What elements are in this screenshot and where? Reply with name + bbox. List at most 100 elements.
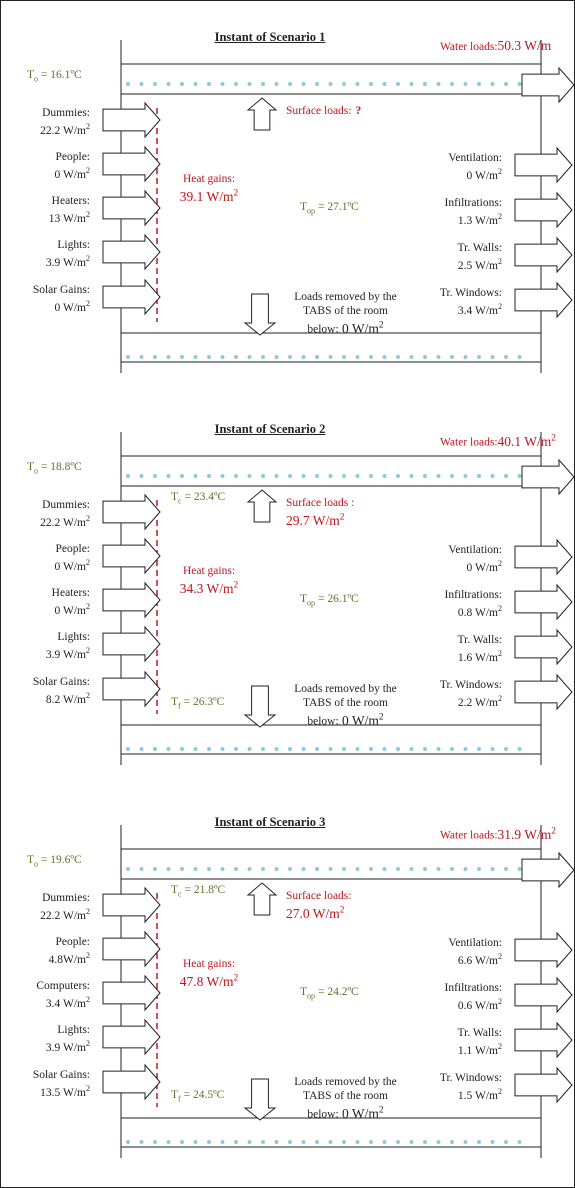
output-value: 1.3 W/m2: [457, 212, 502, 227]
surface-loads: Surface loads :29.7 W/m2: [286, 496, 426, 529]
heat-gains: Heat gains:47.8 W/m2: [164, 957, 254, 990]
input-unit-sup: 2: [85, 122, 90, 131]
water-loads-name: Water loads:: [440, 436, 498, 449]
floor-temp-value: = 24.5ºC: [180, 1089, 225, 1101]
tabs-removed-below: below:: [307, 1108, 339, 1121]
pipe-dot: [315, 867, 319, 871]
pipe-dot: [193, 867, 198, 871]
pipe-dot: [355, 355, 360, 359]
water-loads-label: Water loads:50.3 W/m: [440, 38, 575, 54]
pipe-dot: [436, 474, 441, 478]
input-label: People:0 W/m2: [5, 150, 90, 182]
heat-gains: Heat gains:34.3 W/m2: [164, 564, 254, 597]
pipe-dot: [409, 747, 414, 751]
pipe-dot: [423, 82, 427, 86]
input-value: 3.9 W/m2: [45, 254, 90, 269]
input-value: 3.9 W/m2: [45, 646, 90, 661]
pipe-dot: [490, 82, 495, 86]
input-value: 0 W/m2: [54, 299, 90, 314]
pipe-dot: [207, 355, 211, 359]
tabs-removed-last-line: below: 0 W/m2: [283, 1103, 408, 1122]
pipe-dot: [355, 1140, 360, 1144]
pipe-dot: [153, 474, 157, 478]
pipe-dot: [315, 747, 319, 751]
scenario-title-text: Instant of Scenario 2: [214, 422, 326, 436]
output-name: Infiltrations:: [444, 197, 503, 209]
input-label: Lights:3.9 W/m2: [5, 630, 90, 662]
pipe-dot: [409, 1140, 414, 1144]
input-label: Lights:3.9 W/m2: [5, 1023, 90, 1055]
pipe-dot: [504, 355, 508, 359]
output-value: 1.1 W/m2: [457, 1042, 502, 1057]
pipe-dot: [517, 747, 522, 751]
input-label: Dummies:22.2 W/m2: [5, 498, 90, 530]
input-arrow: [102, 670, 161, 708]
output-value: 2.2 W/m2: [457, 694, 502, 709]
pipe-dot: [301, 1140, 306, 1144]
tabs-removed-below: below:: [307, 715, 339, 728]
pipe-dot: [463, 355, 468, 359]
pipe-dot: [463, 867, 468, 871]
pipe-dot: [463, 82, 468, 86]
input-label: Solar Gains:8.2 W/m2: [5, 675, 90, 707]
pipe-dot: [382, 1140, 387, 1144]
floor-temp-sub: f: [178, 1094, 181, 1104]
output-unit-sup: 2: [497, 952, 502, 961]
floor-temp-value: = 26.3ºC: [180, 696, 225, 708]
pipe-dot: [490, 1140, 495, 1144]
input-name: Solar Gains:: [32, 284, 90, 296]
heat-gains-unit-sup: 2: [233, 580, 239, 590]
pipe-dot: [355, 867, 360, 871]
input-label: Heaters:13 W/m2: [5, 194, 90, 226]
output-label: Tr. Windows:3.4 W/m2: [400, 286, 502, 318]
pipe-dot: [409, 355, 414, 359]
tabs-removed-value: 0 W/m2: [338, 712, 384, 728]
output-name: Tr. Walls:: [457, 242, 502, 254]
input-unit-sup: 2: [85, 514, 90, 523]
surface-loads-arrow: [246, 97, 278, 131]
ceiling-temp: Tc = 21.8ºC: [171, 883, 251, 901]
pipe-dot: [207, 82, 211, 86]
tabs-removed-line: Loads removed by the: [294, 291, 397, 303]
pipe-dot: [342, 474, 346, 478]
output-arrow: [514, 628, 573, 666]
pipe-dot: [126, 867, 130, 871]
pipe-dot: [477, 1140, 481, 1144]
pipe-dot: [220, 867, 225, 871]
pipe-dot: [247, 355, 252, 359]
tabs-removed-line: TABS of the room: [302, 1090, 388, 1102]
pipe-dot: [234, 355, 238, 359]
pipe-dot: [450, 82, 454, 86]
pipe-dot: [153, 355, 157, 359]
pipe-dot: [342, 82, 346, 86]
pipe-dot: [369, 747, 373, 751]
pipe-dot: [409, 82, 414, 86]
pipe-dot: [396, 867, 400, 871]
pipe-dot: [261, 474, 265, 478]
pipe-dot: [423, 355, 427, 359]
operative-temp: Top = 24.2ºC: [300, 985, 400, 1003]
pipe-dot: [180, 747, 184, 751]
pipe-dot: [436, 867, 441, 871]
output-label: Ventilation:6.6 W/m2: [400, 936, 502, 968]
input-unit-sup: 2: [85, 1039, 90, 1048]
output-arrow: [514, 673, 573, 711]
scenario-drawing: [102, 40, 575, 373]
pipe-dot: [166, 82, 171, 86]
output-label: Tr. Windows:2.2 W/m2: [400, 678, 502, 710]
water-outflow-arrow: [521, 851, 575, 889]
scenario-title: Instant of Scenario 2: [190, 422, 350, 436]
operative-temp-symbol: T: [300, 201, 308, 213]
pipe-dot: [166, 355, 171, 359]
pipe-dot: [247, 474, 252, 478]
scenario-title: Instant of Scenario 1: [190, 30, 350, 44]
pipe-dot: [504, 747, 508, 751]
pipe-dot: [274, 1140, 279, 1144]
pipe-dot: [207, 867, 211, 871]
pipe-dot: [193, 1140, 198, 1144]
surface-loads-arrow: [246, 882, 278, 916]
output-value: 1.5 W/m2: [457, 1087, 502, 1102]
water-loads-label: Water loads:31.9 W/m2: [440, 823, 575, 843]
pipe-dot: [328, 474, 333, 478]
input-unit-sup: 2: [85, 691, 90, 700]
